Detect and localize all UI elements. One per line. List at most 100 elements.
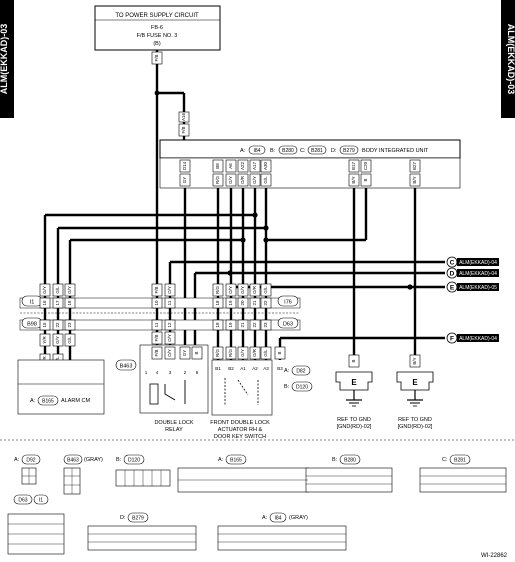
svg-text:REF TO GND: REF TO GND — [337, 417, 371, 423]
fuse-id: FB-6 — [151, 25, 163, 31]
svg-text:R/G: R/G — [215, 349, 220, 358]
svg-text:19: 19 — [228, 322, 233, 328]
svg-text:D: D — [450, 271, 455, 278]
biu-b-conn: B280 — [282, 148, 294, 154]
svg-text:Y/R: Y/R — [42, 356, 47, 364]
svg-text:D120: D120 — [296, 385, 308, 391]
relay-switch-icon — [164, 380, 186, 404]
svg-text:B:: B: — [116, 457, 122, 463]
biu-pin-b17: B17 — [348, 159, 360, 173]
svg-text:16: 16 — [42, 300, 47, 306]
svg-text:B17: B17 — [351, 162, 356, 171]
b463-tag: B463 — [115, 359, 137, 371]
svg-text:G/Y: G/Y — [240, 286, 245, 294]
biu-pin-a6: A6 — [225, 159, 237, 173]
svg-text:22: 22 — [263, 300, 268, 306]
svg-text:B165: B165 — [42, 399, 54, 405]
mid-conn-pins: F/B O/Y 10 11 11 12 F/B O/Y R/G O/Y G/Y … — [151, 283, 272, 345]
svg-text:21: 21 — [252, 300, 257, 306]
biu-a: A: — [240, 148, 246, 154]
biu-a-conn: I84 — [254, 148, 261, 154]
svg-text:O/Y: O/Y — [228, 286, 233, 294]
svg-text:D120: D120 — [128, 458, 140, 464]
conn-d82: A: D82 — [284, 365, 311, 376]
biu-c: C: — [300, 148, 306, 154]
svg-text:D92: D92 — [26, 458, 35, 464]
svg-text:F/B: F/B — [154, 286, 159, 293]
svg-text:B2: B2 — [228, 366, 234, 371]
svg-text:19: 19 — [228, 300, 233, 306]
svg-text:B: B — [351, 359, 356, 362]
legend-connectors: A: D92 B463 (GRAY) B: D120 A: B165 B: B2… — [7, 454, 507, 555]
svg-text:ALM(EKKAD)-04: ALM(EKKAD)-04 — [459, 271, 497, 277]
svg-text:(GRAY): (GRAY) — [289, 515, 308, 521]
svg-text:I84: I84 — [275, 516, 282, 522]
biu-wire-gy-3: G/Y — [252, 176, 257, 184]
wire-a16-label: A16 — [181, 113, 186, 122]
svg-text:ALARM CM: ALARM CM — [61, 398, 90, 404]
svg-text:B463: B463 — [120, 364, 133, 370]
biu-d: D: — [331, 148, 337, 154]
biu-pin-a30: A30 — [260, 159, 272, 173]
svg-text:B:: B: — [284, 384, 290, 390]
svg-text:D63: D63 — [18, 498, 27, 504]
biu-wires — [43, 188, 445, 360]
svg-text:1: 1 — [145, 370, 148, 375]
svg-text:A17: A17 — [252, 162, 257, 171]
svg-text:G/Y: G/Y — [240, 349, 245, 357]
svg-text:20: 20 — [240, 300, 245, 306]
svg-text:R/G: R/G — [228, 349, 233, 358]
svg-text:B27: B27 — [412, 162, 417, 171]
svg-text:A:: A: — [262, 515, 268, 521]
svg-text:REF TO GND: REF TO GND — [398, 417, 432, 423]
svg-text:B280: B280 — [344, 458, 356, 464]
biu-wire-or: O/R — [240, 175, 245, 184]
biu-d-conn: B279 — [343, 148, 355, 154]
conn-d63: D63 — [277, 317, 299, 329]
svg-text:ALM(EKKAD)-05: ALM(EKKAD)-05 — [459, 285, 497, 291]
svg-text:12: 12 — [167, 322, 172, 328]
svg-text:B:: B: — [332, 457, 338, 463]
svg-text:10: 10 — [154, 300, 159, 306]
conn-i76: I76 — [277, 295, 299, 307]
ref-e: E ALM(EKKAD)-05 — [446, 281, 499, 293]
svg-text:F/B: F/B — [154, 334, 159, 341]
biu-wire-gy-2: G/Y — [228, 176, 233, 184]
svg-text:D14: D14 — [182, 161, 187, 170]
svg-text:(GRAY): (GRAY) — [84, 457, 103, 463]
svg-text:B3: B3 — [277, 366, 283, 371]
svg-text:ALM(EKKAD)-04: ALM(EKKAD)-04 — [459, 260, 497, 266]
svg-text:B1: B1 — [215, 366, 221, 371]
svg-text:6: 6 — [196, 370, 199, 375]
svg-text:A:: A: — [30, 398, 36, 404]
svg-text:A:: A: — [218, 457, 224, 463]
side-tab-left — [0, 0, 14, 118]
wire-fb-label: F/B — [181, 126, 186, 133]
power-supply-box — [94, 5, 221, 51]
alarm-cm — [17, 359, 105, 415]
svg-text:O/Y: O/Y — [167, 286, 172, 294]
biu-pin-d14: D14 — [179, 159, 191, 173]
wire-top-label: F/B — [154, 54, 159, 61]
conn-d120: B: D120 — [284, 381, 313, 392]
svg-text:18: 18 — [215, 300, 220, 306]
svg-text:I76: I76 — [284, 300, 292, 306]
svg-text:A22: A22 — [240, 162, 245, 171]
biu-pin-b27: B27 — [409, 159, 421, 173]
svg-text:A:: A: — [284, 368, 290, 374]
svg-text:G/L: G/L — [67, 336, 72, 344]
svg-text:A1: A1 — [240, 366, 246, 371]
side-tab-right-label: ALM(EKKAD)-03 — [506, 24, 515, 95]
power-heading: TO POWER SUPPLY CIRCUIT — [115, 13, 199, 19]
svg-text:A2: A2 — [252, 366, 258, 371]
svg-text:G/Y: G/Y — [55, 336, 60, 344]
svg-text:GY: GY — [182, 350, 187, 357]
svg-text:B279: B279 — [132, 516, 144, 522]
svg-text:B463: B463 — [67, 458, 79, 464]
svg-text:18: 18 — [67, 300, 72, 306]
svg-text:2: 2 — [184, 370, 187, 375]
biu-title: BODY INTEGRATED UNIT — [362, 148, 429, 154]
